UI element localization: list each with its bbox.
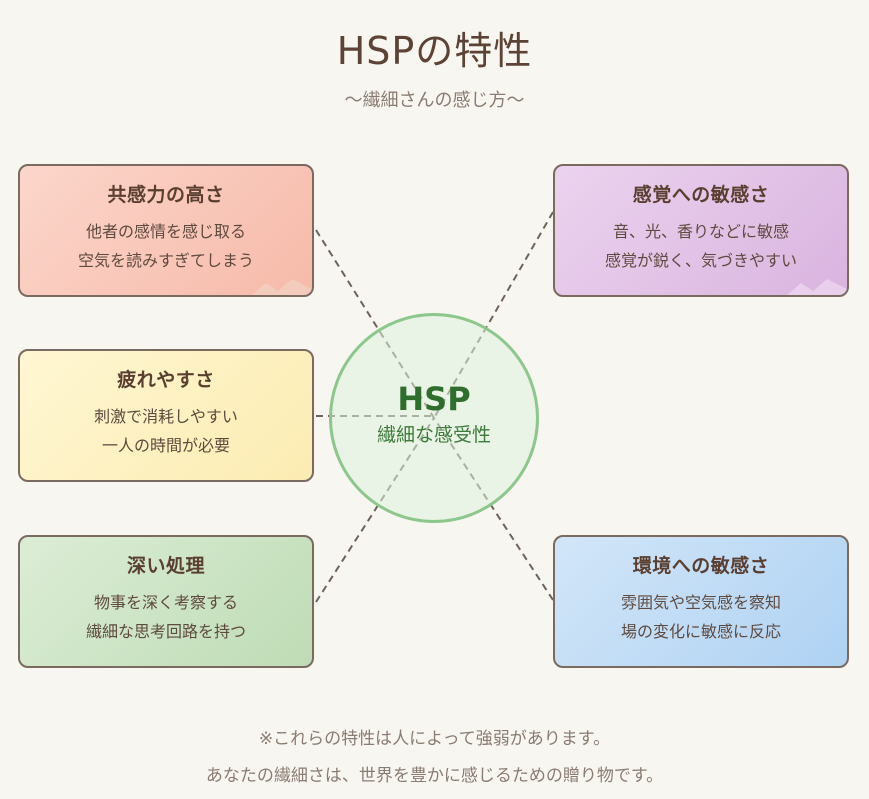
card-deep-processing-line-1: 物事を深く考察する [93,593,238,612]
card-sensory-line-1: 音、光、香りなどに敏感 [612,222,789,241]
diagram-subtitle: 〜繊細さんの感じ方〜 [344,90,525,111]
card-empathy-line-2: 空気を読みすぎてしまう [77,251,254,270]
diagram-title: HSPの特性 [336,29,533,73]
center-title: HSP [397,380,471,418]
center-subtitle: 繊細な感受性 [376,424,491,446]
center-circle: HSP 繊細な感受性 [329,313,539,523]
card-sensory-title: 感覚への敏感さ [632,184,770,206]
card-deep-processing-line-2: 繊細な思考回路を持つ [85,622,246,641]
card-environment-line-2: 場の変化に敏感に反応 [620,622,781,641]
card-empathy-line-1: 他者の感情を感じ取る [85,222,246,241]
card-tiredness-line-1: 刺激で消耗しやすい [94,407,238,426]
card-environment: 環境への敏感さ 雰囲気や空気感を察知 場の変化に敏感に反応 [553,535,849,668]
card-tiredness-desc: 刺激で消耗しやすい 一人の時間が必要 [20,402,312,460]
card-sensory-line-2: 感覚が鋭く、気づきやすい [604,251,797,270]
card-empathy-title: 共感力の高さ [107,184,225,206]
card-environment-title: 環境への敏感さ [632,555,770,577]
card-deep-processing-desc: 物事を深く考察する 繊細な思考回路を持つ [20,588,312,646]
card-tiredness-title: 疲れやすさ [117,369,215,391]
card-environment-desc: 雰囲気や空気感を察知 場の変化に敏感に反応 [555,588,847,646]
card-sensory: 感覚への敏感さ 音、光、香りなどに敏感 感覚が鋭く、気づきやすい [553,164,849,297]
corner-decoration [787,279,847,295]
corner-decoration [252,279,312,295]
card-deep-processing: 深い処理 物事を深く考察する 繊細な思考回路を持つ [18,535,314,668]
footnote-line-2: あなたの繊細さは、世界を豊かに感じるための贈り物です。 [205,766,664,786]
card-tiredness: 疲れやすさ 刺激で消耗しやすい 一人の時間が必要 [18,349,314,482]
card-environment-line-1: 雰囲気や空気感を察知 [620,593,781,612]
card-tiredness-line-2: 一人の時間が必要 [101,436,230,455]
footnote-line-1: ※これらの特性は人によって強弱があります。 [258,729,611,749]
card-empathy: 共感力の高さ 他者の感情を感じ取る 空気を読みすぎてしまう [18,164,314,297]
card-empathy-desc: 他者の感情を感じ取る 空気を読みすぎてしまう [20,217,312,275]
card-deep-processing-title: 深い処理 [126,555,205,577]
card-sensory-desc: 音、光、香りなどに敏感 感覚が鋭く、気づきやすい [555,217,847,275]
